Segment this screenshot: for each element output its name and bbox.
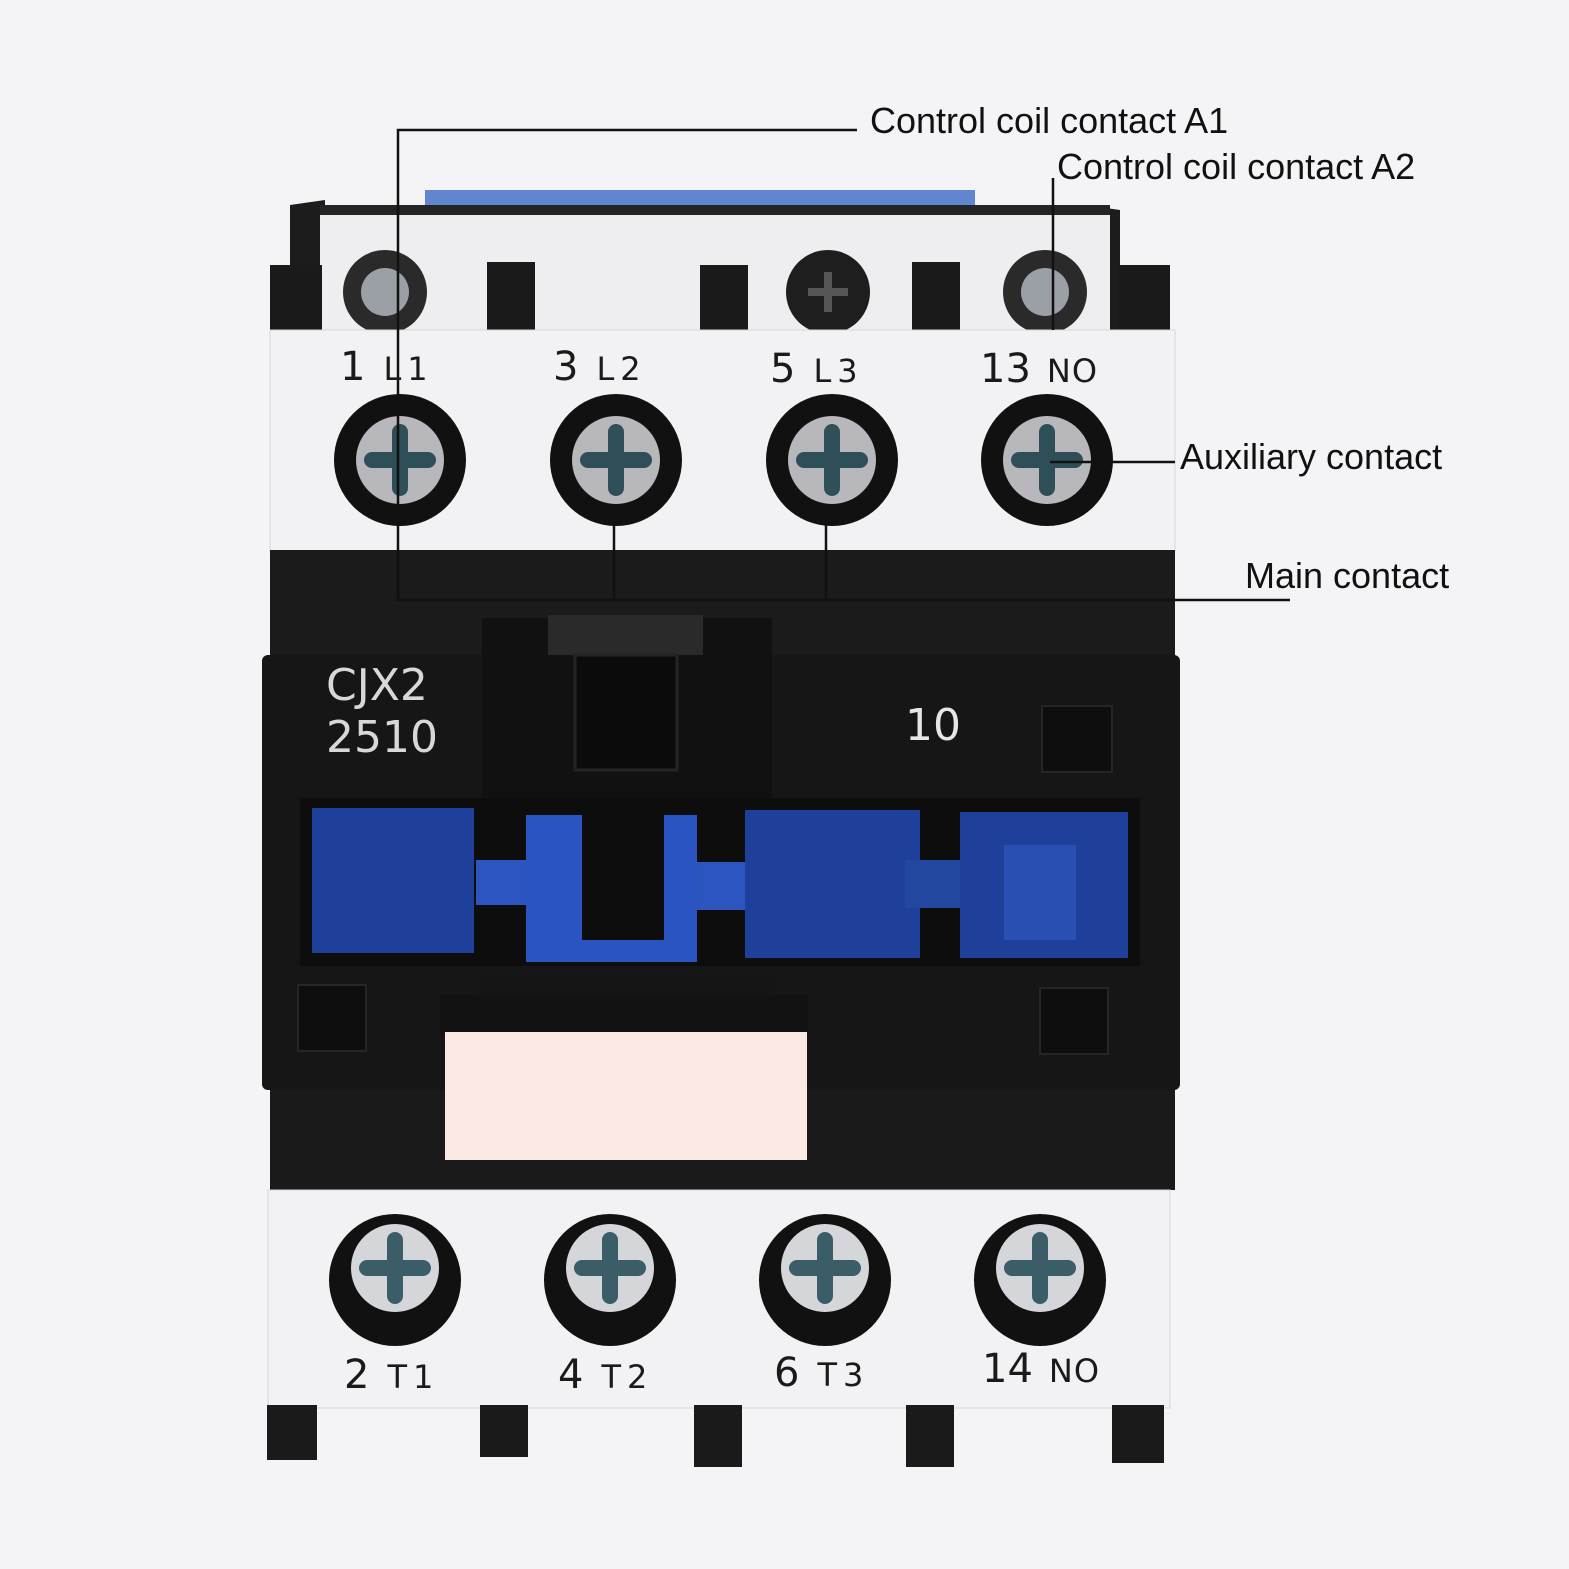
- armature-slider: [526, 815, 697, 962]
- terminal-screw-14no-icon: [974, 1214, 1106, 1346]
- armature-block-2: [745, 810, 920, 958]
- terminal-label-l3: 5 L3: [770, 346, 864, 392]
- terminal-label-t2: 4 T2: [558, 1352, 653, 1398]
- terminal-number: 3: [553, 344, 579, 390]
- terminal-number: 5: [770, 346, 796, 392]
- terminal-screw-l2-icon: [550, 394, 682, 526]
- terminal-code: T1: [387, 1358, 440, 1396]
- terminal-code: T2: [601, 1358, 654, 1396]
- model-number: 2510: [326, 712, 438, 763]
- leader-lines: [396, 128, 1290, 602]
- terminal-number: 4: [558, 1352, 584, 1398]
- label-plate: [445, 1032, 807, 1160]
- terminal-label-14no: 14 NO: [982, 1346, 1100, 1392]
- armature-block-1: [312, 808, 474, 953]
- terminal-screw-t2-icon: [544, 1214, 676, 1346]
- model-series: CJX2: [326, 660, 428, 711]
- terminal-screw-t3-icon: [759, 1214, 891, 1346]
- terminal-number: 13: [980, 346, 1031, 392]
- terminal-number: 14: [982, 1346, 1033, 1392]
- terminal-label-13no: 13 NO: [980, 346, 1098, 392]
- terminal-screw-13no-icon: [981, 394, 1113, 526]
- terminal-label-l1: 1 L1: [340, 344, 434, 390]
- terminal-code: NO: [1048, 1352, 1101, 1390]
- terminal-code: T3: [817, 1356, 870, 1394]
- model-marking: CJX2 2510: [326, 660, 438, 764]
- terminal-code: NO: [1046, 352, 1099, 390]
- terminal-label-t1: 2 T1: [344, 1352, 439, 1398]
- terminal-number: 2: [344, 1352, 370, 1398]
- leader-a1: [396, 128, 857, 512]
- contact-config-marking: 10: [905, 700, 961, 751]
- callout-main-contact: Main contact: [1245, 555, 1450, 596]
- terminal-label-l2: 3 L2: [553, 344, 647, 390]
- terminal-code: L1: [383, 350, 434, 388]
- terminal-code: L3: [813, 352, 864, 390]
- leader-main: [396, 512, 1290, 602]
- callout-coil-a2: Control coil contact A2: [1057, 146, 1416, 187]
- terminal-number: 1: [340, 344, 366, 390]
- terminal-number: 6: [774, 1350, 800, 1396]
- callout-coil-a1: Control coil contact A1: [870, 100, 1229, 141]
- terminal-label-t3: 6 T3: [774, 1350, 869, 1396]
- terminal-screw-t1-icon: [329, 1214, 461, 1346]
- terminal-screw-l3-icon: [766, 394, 898, 526]
- callout-auxiliary-contact: Auxiliary contact: [1180, 436, 1443, 477]
- terminal-screw-l1-icon: [334, 394, 466, 526]
- terminal-code: L2: [596, 350, 647, 388]
